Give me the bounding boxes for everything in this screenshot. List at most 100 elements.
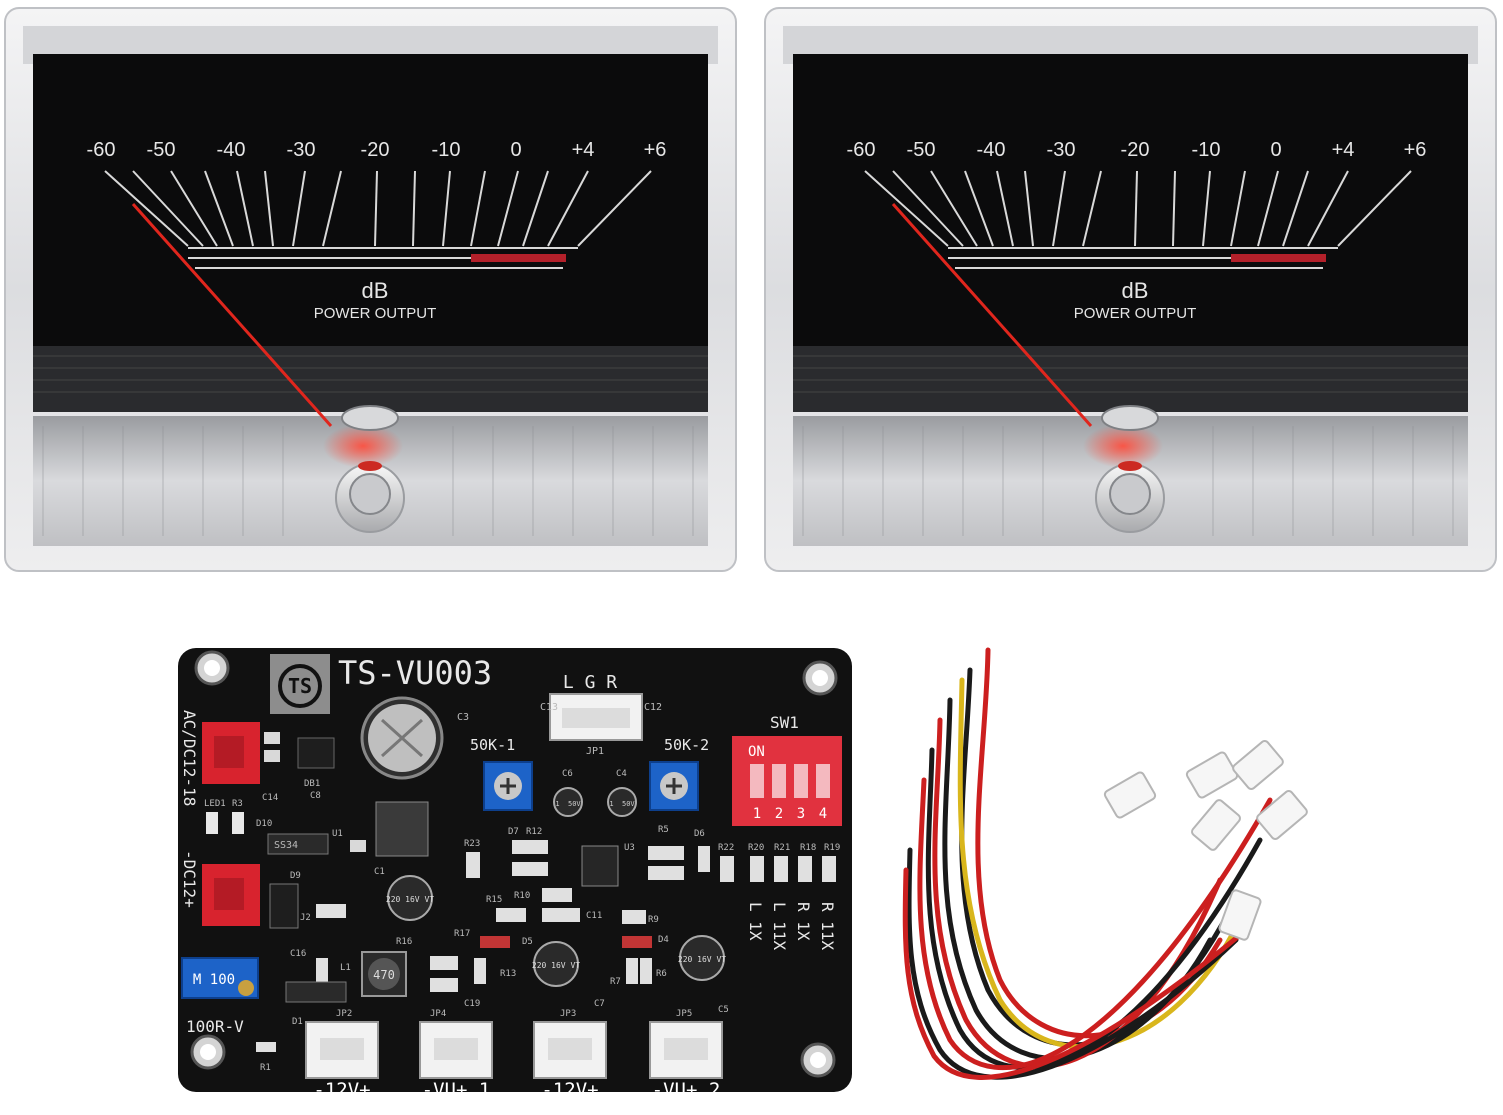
svg-text:470: 470 bbox=[373, 968, 395, 982]
capacitor-220uf bbox=[533, 941, 579, 987]
svg-text:DB1: DB1 bbox=[304, 779, 320, 789]
red-zone bbox=[471, 254, 566, 262]
scale-label: +6 bbox=[1404, 139, 1427, 161]
wire-black bbox=[925, 747, 1263, 1070]
trim-label: 100R-V bbox=[186, 1017, 244, 1036]
dip-toggle[interactable] bbox=[772, 764, 786, 798]
bridge-rectifier bbox=[297, 737, 335, 769]
svg-text:R18: R18 bbox=[800, 843, 816, 853]
connector-power-1[interactable] bbox=[305, 1021, 379, 1079]
svg-text:D5: D5 bbox=[522, 937, 533, 947]
svg-text:1 50V: 1 50V bbox=[609, 800, 635, 808]
svg-text:D10: D10 bbox=[256, 819, 272, 829]
scale-label: -30 bbox=[287, 139, 316, 161]
board-model: TS-VU003 bbox=[338, 654, 492, 692]
svg-text:220 16V VT: 220 16V VT bbox=[532, 961, 580, 970]
driver-board: TS TS-VU003 L G R C13 C12 JP1 C3 AC/DC12… bbox=[170, 640, 860, 1100]
svg-text:R12: R12 bbox=[526, 827, 542, 837]
svg-text:D1: D1 bbox=[292, 1017, 303, 1027]
dip-toggle[interactable] bbox=[794, 764, 808, 798]
svg-text:L1: L1 bbox=[340, 963, 351, 973]
scale-label: +6 bbox=[644, 139, 667, 161]
dip-toggle[interactable] bbox=[750, 764, 764, 798]
gain-label: R 1X bbox=[794, 902, 813, 941]
svg-text:C11: C11 bbox=[586, 911, 602, 921]
svg-text:C12: C12 bbox=[644, 702, 662, 713]
scale-label: -40 bbox=[217, 139, 246, 161]
svg-text:LED1: LED1 bbox=[204, 799, 226, 809]
wire-yellow bbox=[957, 677, 1243, 1050]
meter-unit: dB bbox=[1122, 278, 1149, 303]
svg-text:R23: R23 bbox=[464, 839, 480, 849]
connector-label: -12V+ bbox=[541, 1079, 598, 1100]
scale-label: +4 bbox=[1332, 139, 1355, 161]
wire-black bbox=[906, 847, 1239, 1080]
svg-text:R20: R20 bbox=[748, 843, 764, 853]
svg-text:C3: C3 bbox=[457, 712, 469, 723]
connector-label: -12V+ bbox=[313, 1079, 370, 1100]
svg-text:R13: R13 bbox=[500, 969, 516, 979]
svg-text:U1: U1 bbox=[332, 829, 343, 839]
svg-text:JP3: JP3 bbox=[560, 1009, 576, 1019]
svg-text:D6: D6 bbox=[694, 829, 705, 839]
svg-text:D4: D4 bbox=[658, 935, 669, 945]
svg-text:C1: C1 bbox=[374, 867, 385, 877]
capacitor-small bbox=[607, 787, 637, 817]
wire-red bbox=[902, 867, 1249, 1080]
svg-text:R1: R1 bbox=[260, 1063, 271, 1073]
scale-label: -60 bbox=[847, 139, 876, 161]
svg-text:C6: C6 bbox=[562, 769, 573, 779]
scale-label: 0 bbox=[510, 139, 521, 161]
pot-label-left: 50K-1 bbox=[470, 736, 515, 754]
jst-plug[interactable] bbox=[1185, 751, 1239, 799]
svg-text:R3: R3 bbox=[232, 799, 243, 809]
svg-text:C19: C19 bbox=[464, 999, 480, 1009]
svg-text:D9: D9 bbox=[290, 871, 301, 881]
svg-text:4: 4 bbox=[819, 806, 827, 822]
svg-text:R9: R9 bbox=[648, 915, 659, 925]
svg-text:R19: R19 bbox=[824, 843, 840, 853]
wire-harness bbox=[890, 640, 1330, 1100]
meter-caption: POWER OUTPUT bbox=[1074, 305, 1197, 322]
power-label-ac: AC/DC12-18 bbox=[180, 710, 199, 806]
svg-text:J2: J2 bbox=[300, 913, 311, 923]
svg-text:U3: U3 bbox=[624, 843, 635, 853]
svg-text:C13: C13 bbox=[540, 702, 558, 713]
gain-label: L 11X bbox=[770, 902, 789, 951]
gain-label: R 11X bbox=[818, 902, 837, 951]
svg-text:C16: C16 bbox=[290, 949, 306, 959]
jst-plug[interactable] bbox=[1190, 799, 1241, 852]
svg-text:R10: R10 bbox=[514, 891, 530, 901]
switch-label: SW1 bbox=[770, 713, 799, 732]
scale-ticks bbox=[864, 170, 1412, 247]
svg-text:JP5: JP5 bbox=[676, 1009, 692, 1019]
svg-text:R21: R21 bbox=[774, 843, 790, 853]
dip-toggle[interactable] bbox=[816, 764, 830, 798]
svg-text:D7: D7 bbox=[508, 827, 519, 837]
svg-text:JP4: JP4 bbox=[430, 1009, 446, 1019]
scale-label: -60 bbox=[87, 139, 116, 161]
jst-plug[interactable] bbox=[1256, 789, 1309, 840]
meter-needle bbox=[131, 203, 333, 427]
jst-plug[interactable] bbox=[1103, 771, 1157, 819]
connector-label: -VU+ 1 bbox=[422, 1079, 491, 1100]
jst-plug[interactable] bbox=[1232, 739, 1285, 790]
svg-text:M 100: M 100 bbox=[193, 972, 235, 988]
switch-on-label: ON bbox=[748, 744, 765, 760]
svg-text:R7: R7 bbox=[610, 977, 621, 987]
jst-plug[interactable] bbox=[1218, 889, 1262, 941]
scale-label: -20 bbox=[361, 139, 390, 161]
svg-text:R15: R15 bbox=[486, 895, 502, 905]
red-zone bbox=[1231, 254, 1326, 262]
meter-needle bbox=[891, 203, 1093, 427]
svg-text:JP2: JP2 bbox=[336, 1009, 352, 1019]
svg-text:TS: TS bbox=[288, 674, 312, 698]
svg-text:R17: R17 bbox=[454, 929, 470, 939]
gain-label: L 1X bbox=[746, 902, 765, 941]
svg-text:1 50V: 1 50V bbox=[555, 800, 581, 808]
svg-text:1: 1 bbox=[753, 806, 761, 822]
svg-text:R16: R16 bbox=[396, 937, 412, 947]
svg-text:C14: C14 bbox=[262, 793, 278, 803]
capacitor-220uf bbox=[679, 935, 725, 981]
header-label: L G R bbox=[563, 672, 617, 693]
